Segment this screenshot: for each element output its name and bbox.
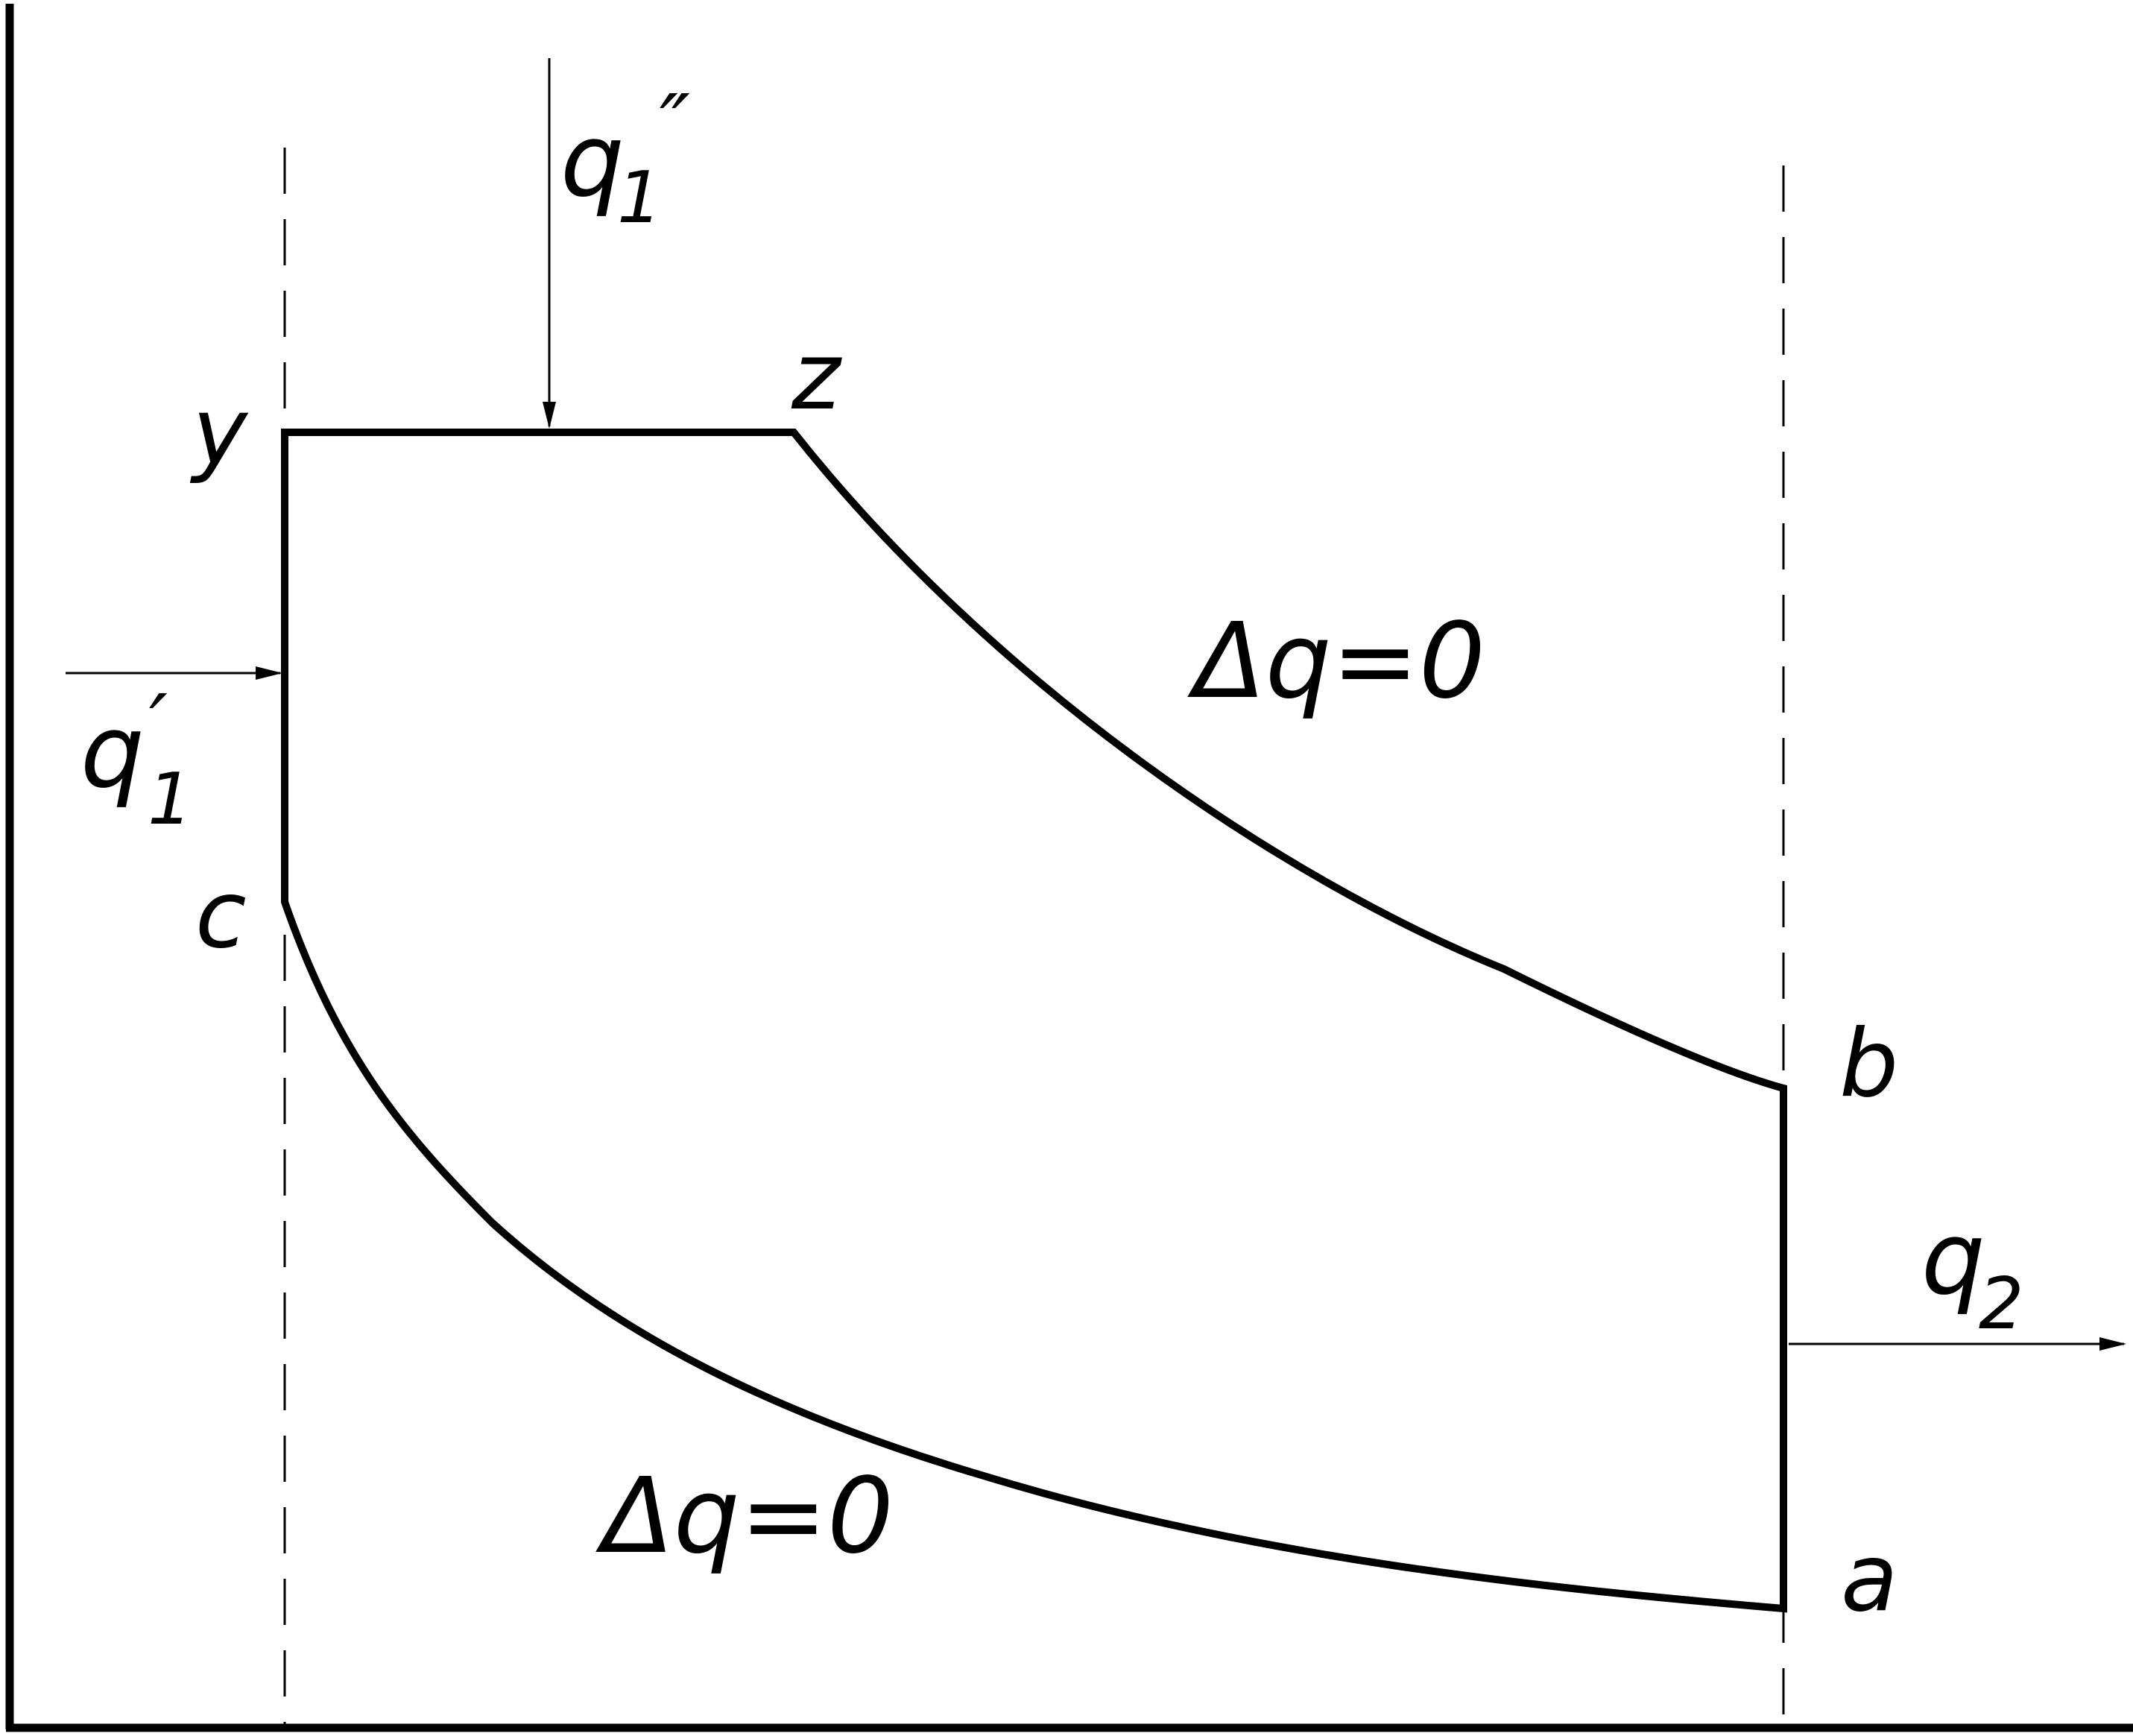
point-b-label: b [1839, 1010, 1898, 1118]
svg-text:1: 1 [617, 157, 662, 239]
cycle-outline [281, 429, 1787, 1613]
q2-label: q 2 [1921, 1200, 2023, 1345]
lower-adiabat-label: Δq=0 [595, 1456, 894, 1577]
svg-text:q: q [560, 102, 625, 219]
q1-prime-label: q ′ 1 [80, 677, 192, 841]
svg-text:q: q [1921, 1200, 1985, 1317]
upper-adiabat-label: Δq=0 [1187, 601, 1485, 722]
point-y-label: y [189, 378, 249, 486]
svg-text:′: ′ [149, 677, 168, 772]
point-z-label: z [791, 323, 842, 431]
svg-text:q: q [80, 693, 145, 810]
svg-text:1: 1 [148, 759, 192, 841]
q1-double-prime-label: q 1 ″ [560, 77, 690, 239]
point-a-label: a [1841, 1524, 1898, 1632]
svg-text:″: ″ [660, 77, 690, 172]
point-c-label: c [195, 861, 247, 969]
svg-text:2: 2 [1979, 1263, 2023, 1345]
